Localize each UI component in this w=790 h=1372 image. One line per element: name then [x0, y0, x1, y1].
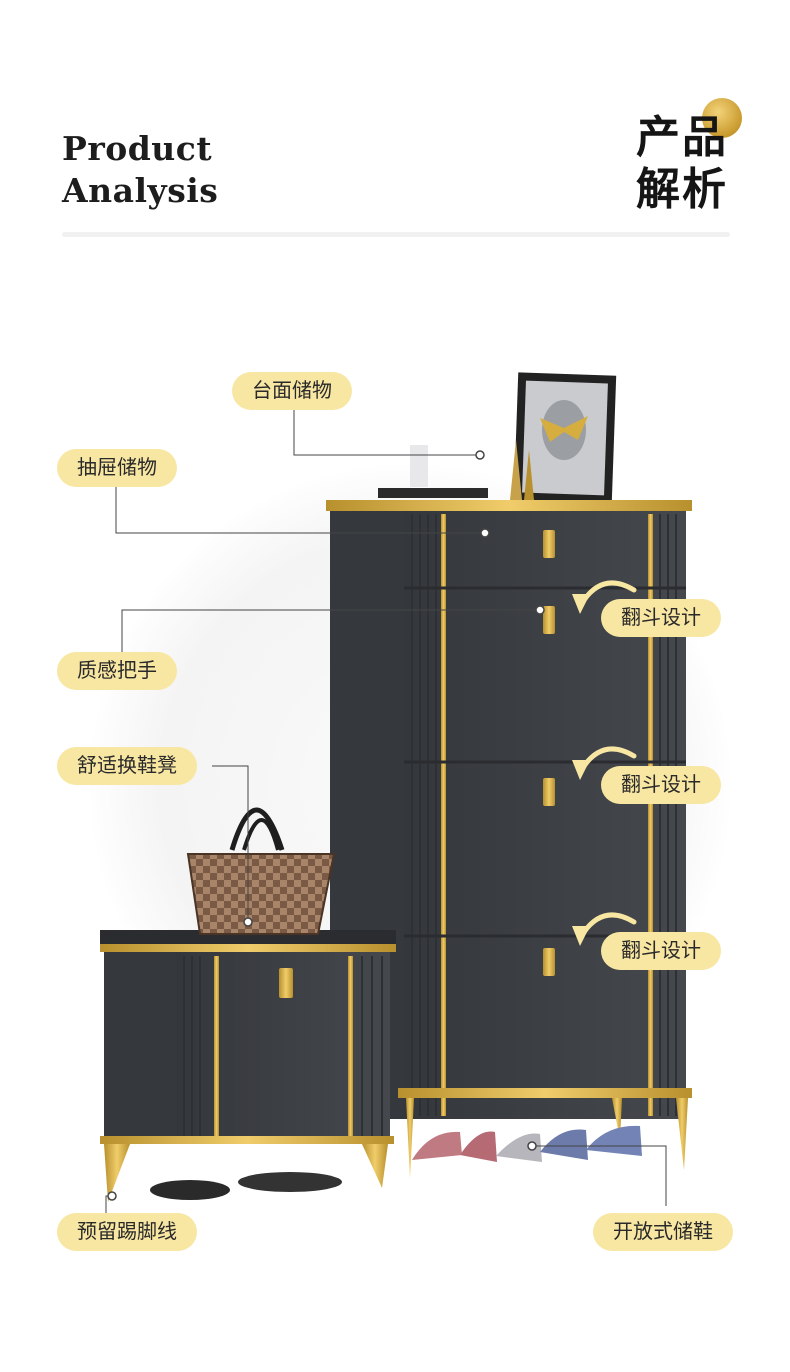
label-handle: 质感把手 — [57, 652, 177, 690]
title-english: Product Analysis — [62, 128, 218, 212]
candle-jar — [410, 445, 428, 487]
shoes-open-storage — [412, 1125, 642, 1162]
shoe-bench — [100, 930, 396, 1202]
callout-dots — [107, 450, 545, 1201]
gold-vase-2 — [524, 450, 534, 500]
header-divider — [62, 232, 730, 237]
title-en-line2: Analysis — [62, 171, 219, 210]
gold-vase — [510, 440, 522, 500]
page-header: Product Analysis 产品 解析 — [0, 0, 790, 245]
rotate-arrowheads — [572, 594, 590, 946]
books — [378, 488, 488, 498]
title-cn-line1: 产品 — [636, 112, 728, 163]
label-flip-1: 翻斗设计 — [601, 599, 721, 637]
callout-lines — [105, 410, 667, 1228]
title-cn-line2: 解析 — [636, 164, 728, 215]
label-stool: 舒适换鞋凳 — [57, 747, 197, 785]
label-drawer-storage: 抽屉储物 — [57, 449, 177, 487]
label-flip-3: 翻斗设计 — [601, 932, 721, 970]
title-en-line1: Product — [62, 129, 213, 168]
product-scene: 台面储物 抽屉储物 质感把手 舒适换鞋凳 翻斗设计 翻斗设计 翻斗设计 预留踢脚… — [0, 250, 790, 1372]
label-open-storage: 开放式储鞋 — [593, 1213, 733, 1251]
product-illustration — [100, 372, 692, 1228]
gold-dot-icon — [702, 98, 742, 138]
title-chinese: 产品 解析 — [636, 112, 728, 216]
label-flip-2: 翻斗设计 — [601, 766, 721, 804]
slippers-kickline — [150, 1172, 342, 1200]
label-kickline: 预留踢脚线 — [57, 1213, 197, 1251]
label-top-storage: 台面储物 — [232, 372, 352, 410]
picture-frame — [513, 372, 617, 504]
handbag — [186, 807, 336, 935]
